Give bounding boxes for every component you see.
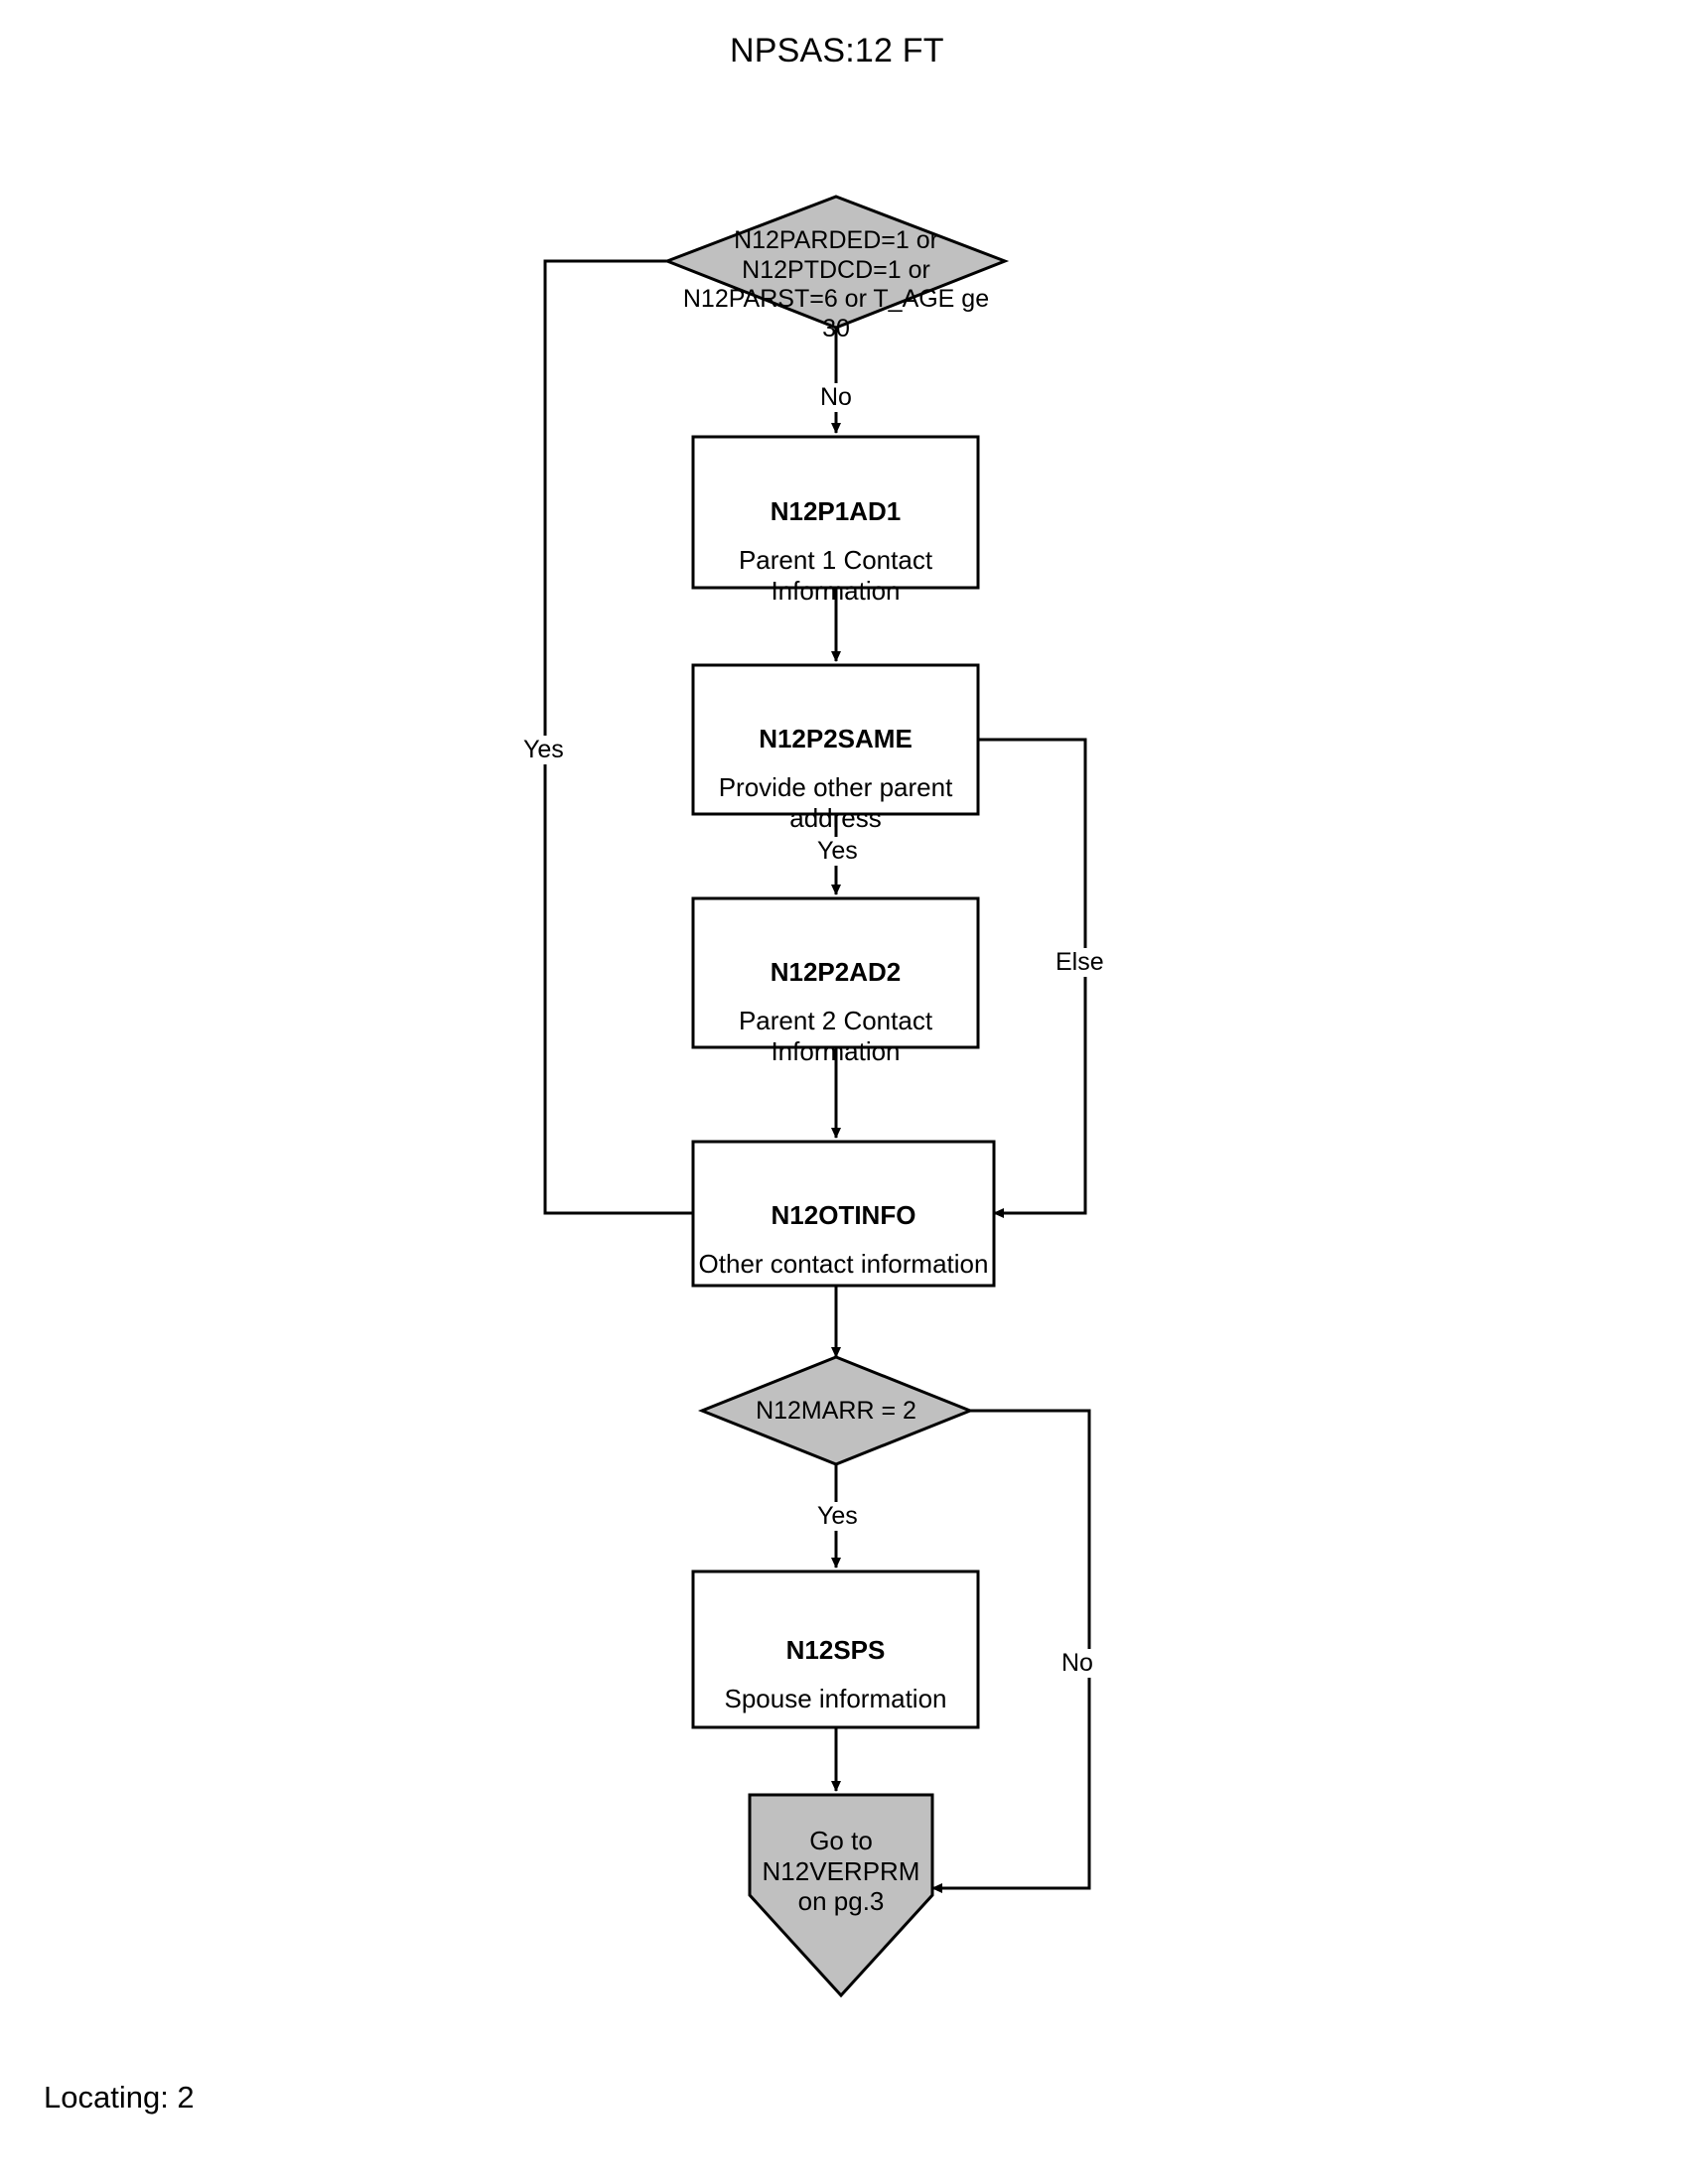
process-shape-p2ad2 bbox=[691, 896, 980, 1049]
process-shape-sps bbox=[691, 1570, 980, 1729]
edge-label-p2same-else: Else bbox=[1053, 948, 1107, 977]
process-shape-p1ad1 bbox=[691, 435, 980, 590]
page-title: NPSAS:12 FT bbox=[730, 32, 944, 69]
edge-parent-yes bbox=[543, 259, 693, 1215]
page-footer: Locating: 2 bbox=[44, 2080, 195, 2115]
process-shape-p2same bbox=[691, 663, 980, 816]
edge-label-parent-no: No bbox=[817, 383, 855, 412]
process-shape-otinfo bbox=[691, 1140, 996, 1288]
decision-shape-parent bbox=[662, 195, 1010, 330]
edge-label-parent-yes: Yes bbox=[520, 736, 567, 764]
edge-label-marr-no: No bbox=[1058, 1649, 1096, 1678]
edge-label-p2same-yes: Yes bbox=[814, 837, 861, 866]
edge-label-marr-yes: Yes bbox=[814, 1502, 861, 1531]
decision-shape-marr bbox=[697, 1355, 975, 1466]
terminal-shape-goto bbox=[748, 1793, 934, 1998]
